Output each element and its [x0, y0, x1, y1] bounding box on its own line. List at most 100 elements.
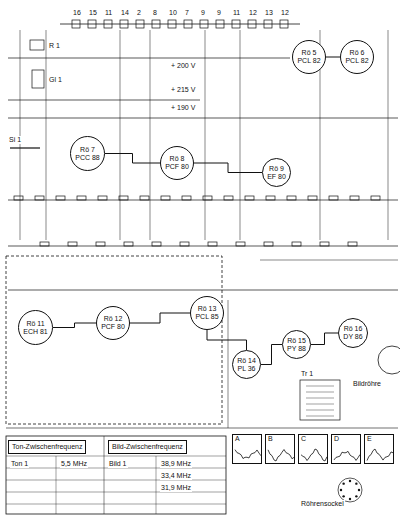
wire: [8, 58, 290, 59]
component-outline: [300, 380, 340, 420]
socket-pin: [349, 498, 351, 500]
component-outline: [245, 196, 254, 200]
signal-wire: [207, 330, 247, 350]
wire: [8, 246, 398, 247]
tube-label: Rö 9: [262, 165, 291, 173]
tube-symbol: Rö 8PCF 80: [160, 146, 194, 180]
socket-pin: [342, 495, 344, 497]
table-cell: Ton 1: [10, 460, 29, 468]
tube-symbol: Rö 6PCL 82: [340, 40, 374, 74]
wire: [306, 410, 334, 411]
component-outline: [292, 242, 301, 246]
tube-label: Rö 8: [160, 155, 194, 163]
component-outline: [136, 20, 144, 28]
table-cell: 33,4 MHz: [160, 472, 192, 480]
component-outline: [232, 20, 240, 28]
component-outline: [329, 196, 338, 200]
wire: [156, 456, 157, 514]
pin-number: 14: [120, 9, 130, 17]
component-outline: [32, 70, 44, 88]
tube-label: PCC 88: [70, 154, 105, 162]
wire: [6, 504, 226, 505]
wire: [6, 492, 226, 493]
pin-number: 7: [184, 9, 190, 17]
component-outline: [68, 242, 77, 246]
table-cell: 31,9 MHz: [160, 484, 192, 492]
socket-pin: [349, 480, 351, 482]
part-label: + 215 V: [170, 86, 196, 94]
wire: [306, 392, 334, 393]
tube-symbol: Rö 12PCF 80: [96, 306, 130, 340]
wire: [228, 300, 229, 428]
component-outline: [72, 20, 80, 28]
component-outline: [56, 196, 65, 200]
table-header: Ton-Zwischenfrequenz: [8, 440, 86, 454]
pin-number: 11: [232, 9, 241, 17]
pin-number: 12: [280, 9, 290, 17]
tube-label: PL 36: [232, 365, 261, 373]
wire: [306, 404, 334, 405]
wire: [306, 416, 334, 417]
pin-number: 13: [264, 9, 274, 17]
oscillogram-box: E: [364, 434, 394, 464]
wire: [6, 456, 226, 457]
oscillogram-letter: D: [332, 435, 360, 443]
wire: [8, 118, 398, 119]
tube-label: Rö 11: [18, 320, 53, 328]
pin-number: 15: [88, 9, 98, 17]
component-outline: [182, 196, 191, 200]
socket-pin: [340, 489, 342, 491]
table-cell: 38,9 MHz: [160, 460, 192, 468]
component-outline: [35, 196, 44, 200]
table-heading: Ton-Zwischenfrequenz: [12, 443, 82, 451]
component-outline: [120, 20, 128, 28]
pin-number: 12: [248, 9, 258, 17]
component-outline: [308, 196, 317, 200]
signal-wire: [261, 345, 282, 365]
socket-pin: [355, 482, 357, 484]
oscillogram-box: A: [232, 434, 262, 464]
component-outline: [350, 196, 359, 200]
pin-number: 16: [72, 9, 82, 17]
oscillogram-letter: E: [365, 435, 393, 443]
tube-symbol: Rö 16DY 86: [338, 318, 368, 348]
part-label: Si 1: [8, 136, 22, 144]
tube-symbol: Rö 5PCL 82: [292, 40, 326, 74]
pin-number: 11: [104, 9, 113, 17]
component-outline: [236, 242, 245, 246]
component-outline: [348, 242, 357, 246]
component-outline: [224, 196, 233, 200]
tube-label: Rö 14: [232, 357, 261, 365]
oscillogram-box: D: [331, 434, 361, 464]
wire: [306, 398, 334, 399]
component-outline: [208, 242, 217, 246]
component-outline: [180, 242, 189, 246]
tube-symbol: Rö 13PCL 85: [190, 296, 224, 330]
wire: [6, 480, 226, 481]
component-outline: [161, 196, 170, 200]
part-label: + 200 V: [170, 62, 196, 70]
wire: [150, 30, 151, 240]
component-outline: [264, 242, 273, 246]
signal-wire: [130, 313, 190, 323]
tube-symbol: Rö 7PCC 88: [70, 136, 105, 171]
tube-label: Rö 12: [96, 315, 130, 323]
signal-wire: [105, 154, 160, 164]
component-outline: [30, 40, 44, 50]
table-cell: 5,5 MHz: [60, 460, 88, 468]
signal-wire: [326, 57, 340, 58]
component-outline: [40, 242, 49, 246]
part-label: Bildröhre: [352, 380, 382, 388]
wire: [6, 428, 398, 429]
tube-label: Rö 5: [292, 49, 326, 57]
signal-wire: [194, 163, 262, 173]
table-heading: Bild-Zwischenfrequenz: [112, 443, 183, 451]
part-label: Röhrensockel: [300, 500, 345, 508]
component-outline: [14, 196, 23, 200]
component-outline: [266, 196, 275, 200]
component-outline: [77, 196, 86, 200]
picture-tube: [378, 346, 400, 374]
wire: [46, 30, 47, 240]
component-outline: [200, 20, 208, 28]
wire: [20, 30, 21, 240]
